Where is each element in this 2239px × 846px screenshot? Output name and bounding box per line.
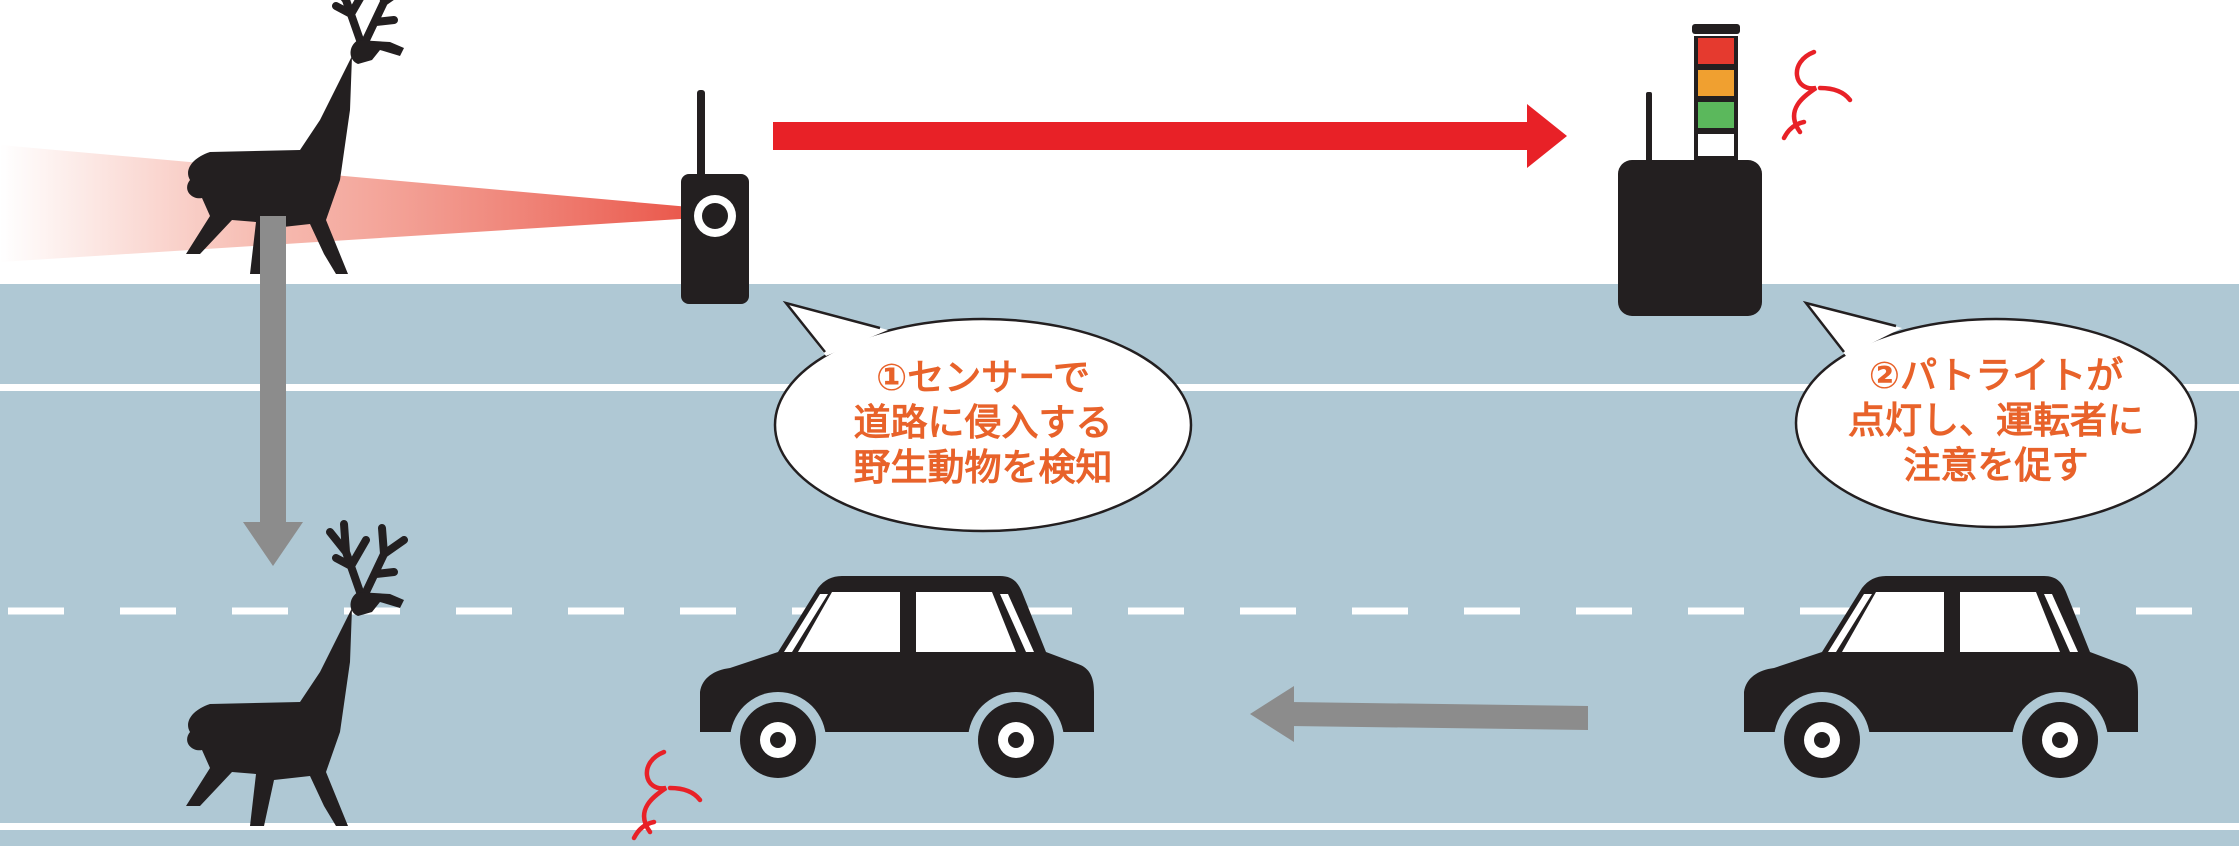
gray-arrow-left	[1250, 686, 1588, 742]
speech-bubble-1	[773, 300, 1193, 533]
patlite-icon	[1618, 24, 1762, 316]
sensor-icon	[681, 90, 749, 304]
patlite-red-light	[1698, 38, 1734, 64]
bubble-1-line: 野生動物を検知	[853, 446, 1113, 489]
bubble-2-line: 注意を促す	[1903, 444, 2089, 487]
patlite-amber-light	[1698, 70, 1734, 96]
speech-bubble-2	[1794, 300, 2198, 529]
red-arrow-right	[773, 104, 1567, 168]
bubble-1-line: 道路に侵入する	[853, 401, 1113, 444]
lane-line-bottom	[0, 823, 2239, 830]
sensor-beam	[0, 145, 712, 262]
patlite-green-light	[1698, 102, 1734, 128]
bubble-1-text: ①センサーで 道路に侵入する 野生動物を検知	[783, 355, 1183, 490]
gray-arrow-down	[243, 216, 303, 566]
bubble-2-line: 点灯し、運転者に	[1848, 399, 2144, 442]
bubble-1-line: ①センサーで	[875, 356, 1091, 399]
bubble-2-line: ②パトライトが	[1868, 354, 2124, 397]
surprise-mark-icon	[1784, 52, 1850, 138]
bubble-2-text: ②パトライトが 点灯し、運転者に 注意を促す	[1796, 353, 2196, 488]
